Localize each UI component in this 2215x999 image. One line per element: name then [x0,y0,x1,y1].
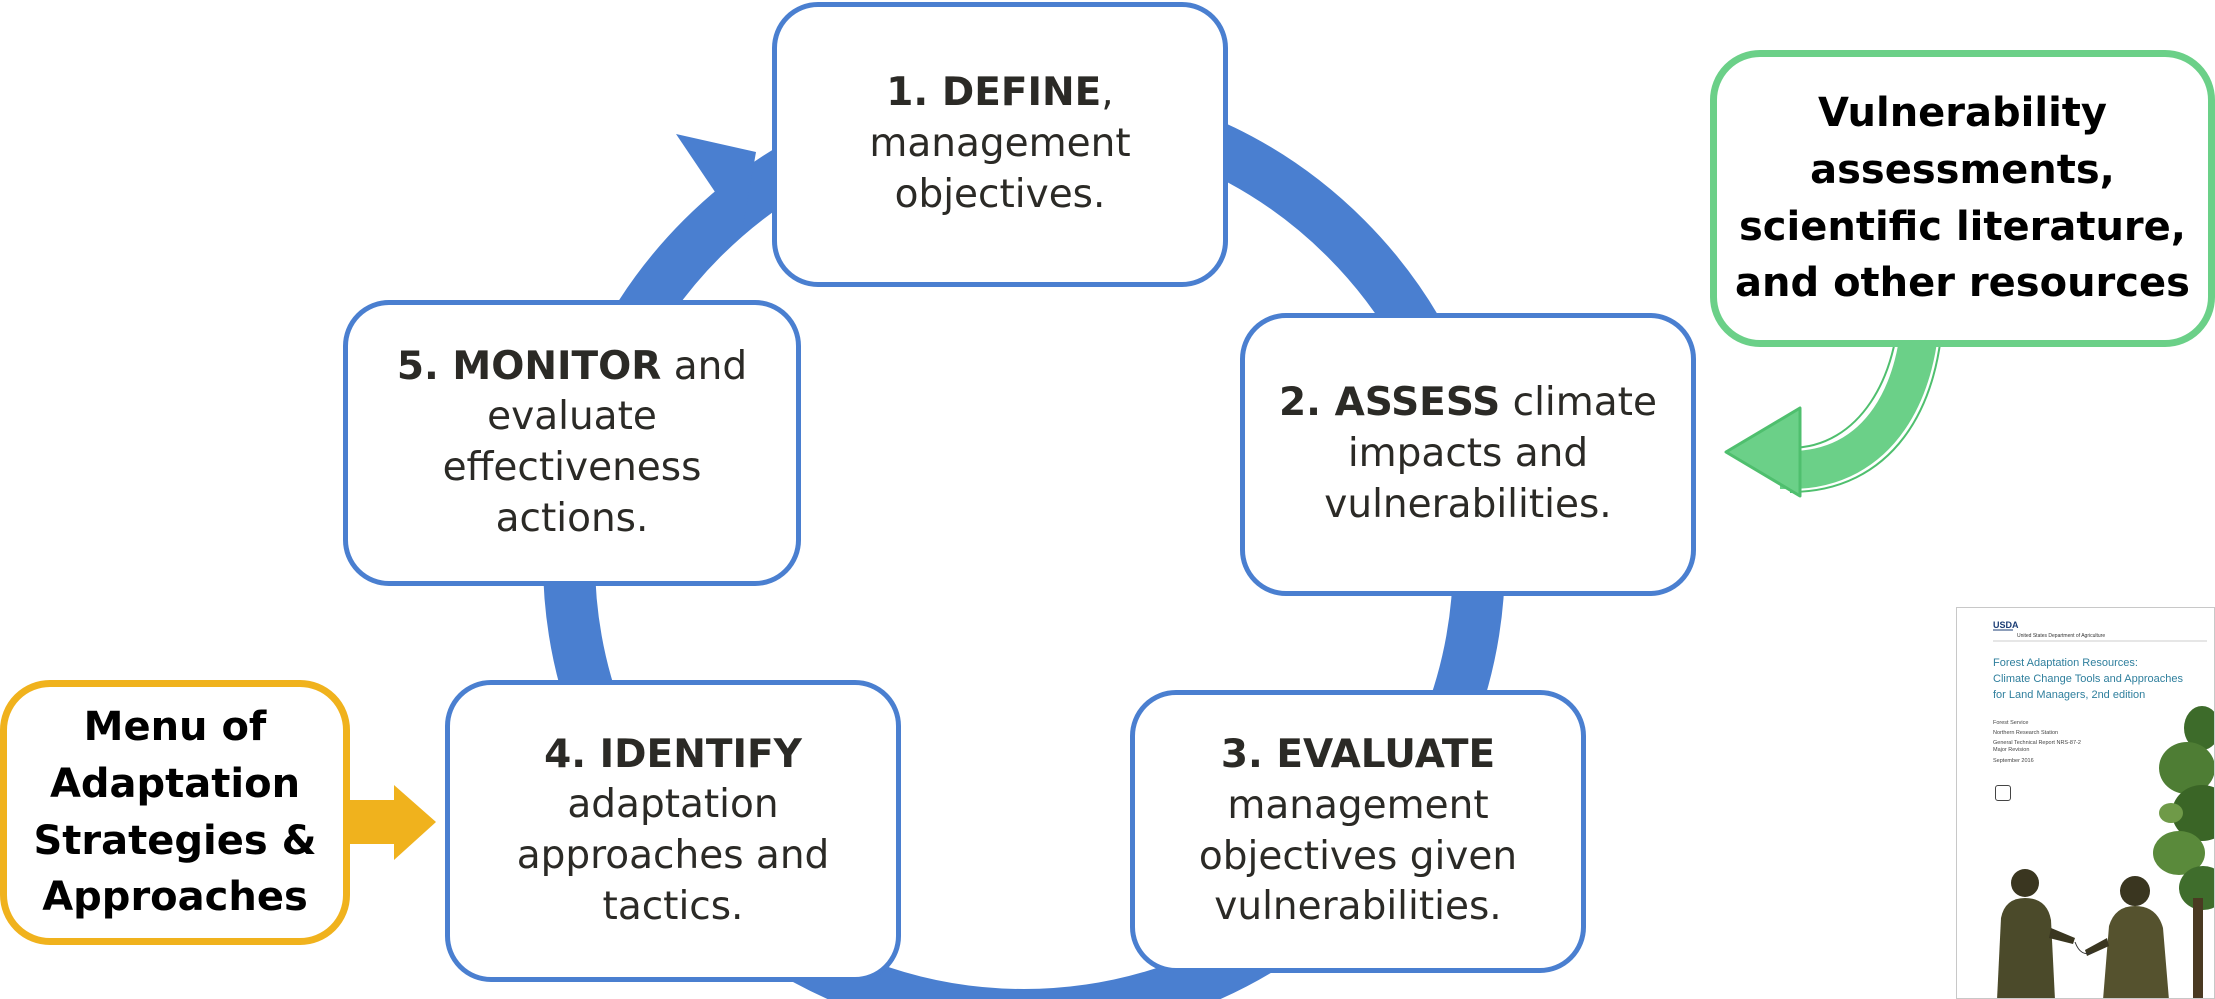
cover-meta-4: September 2016 [1993,757,2034,764]
step-1-line-1: management [869,121,1131,167]
step-3-line-3: vulnerabilities. [1214,884,1502,930]
cover-meta-2: Northern Research Station [1993,730,2059,737]
resources-arrowhead-icon [1724,406,1802,498]
resources-line-1: Vulnerability [1817,89,2107,136]
forest-service-badge-icon [1995,785,2011,801]
step-2-assess: 2. ASSESS climate impacts and vulnerabil… [1240,313,1696,596]
step-2-line-2: vulnerabilities. [1324,481,1612,527]
cycle-arrowhead-icon [676,134,756,232]
step-2-line-1: impacts and [1347,431,1589,477]
step-5-title-suffix: and [661,343,748,389]
cover-artwork [1993,629,2214,998]
step-2-title: 2. ASSESS [1279,380,1501,426]
step-3-title: 3. EVALUATE [1220,732,1496,778]
step-2-title-suffix: climate [1500,380,1657,426]
menu-arrow-shaft [344,800,396,844]
cover-meta-1: Forest Service [1993,720,2029,726]
step-4-line-2: approaches and [516,833,830,878]
step-5-monitor: 5. MONITOR and evaluate effectiveness ac… [343,300,801,586]
step-5-line-1: evaluate [487,394,657,440]
cover-department: United States Department of Agriculture [2017,633,2106,639]
step-4-line-3: tactics. [602,883,744,929]
menu-line-2: Adaptation [49,760,301,807]
step-5-line-3: actions. [495,495,649,541]
menu-line-1: Menu of [83,703,267,750]
cover-title-line-3: for Land Managers, 2nd edition [1993,688,2146,701]
step-5-title: 5. MONITOR [396,343,662,389]
publication-cover: USDA United States Department of Agricul… [1956,607,2215,999]
cover-title-line-2: Climate Change Tools and Approaches [1993,672,2183,685]
step-1-line-2: objectives. [894,171,1106,217]
resources-line-4: and other resources [1735,260,2190,307]
step-4-identify: 4. IDENTIFY adaptation approaches and ta… [445,680,901,982]
step-3-line-2: objectives given [1198,833,1518,879]
cover-title-line-1: Forest Adaptation Resources: [1993,657,2138,669]
step-3-line-1: management [1227,782,1489,828]
menu-arrowhead-icon [394,785,436,860]
resources-box: Vulnerability assessments, scientific li… [1710,50,2215,347]
step-1-title: 1. DEFINE [886,70,1102,116]
usda-logo: USDA [1993,620,2019,630]
step-5-line-2: effectiveness [442,445,702,490]
cover-meta-3: General Technical Report NRS-87-2 Major … [1993,740,2081,754]
menu-line-4: Approaches [42,874,308,921]
resources-line-2: assessments, [1810,146,2115,193]
resources-line-3: scientific literature, [1738,203,2186,250]
step-1-title-suffix: , [1101,70,1114,116]
step-3-evaluate: 3. EVALUATE management objectives given … [1130,690,1586,973]
menu-line-3: Strategies & [33,817,317,864]
cover-title: Forest Adaptation Resources: Climate Cha… [1993,656,2208,704]
menu-box: Menu of Adaptation Strategies & Approach… [0,680,350,945]
step-4-title: 4. IDENTIFY [544,731,802,777]
cover-meta: Forest Service Northern Research Station… [1993,720,2083,768]
step-1-define: 1. DEFINE, management objectives. [772,2,1228,287]
step-4-line-1: adaptation [567,782,779,828]
